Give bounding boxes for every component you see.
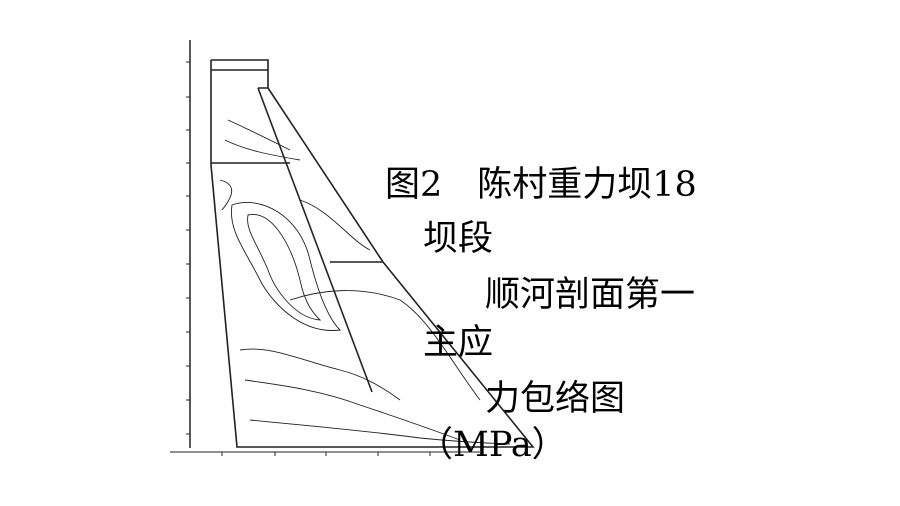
stress-contours <box>219 119 511 445</box>
caption-line-4: 主应 <box>423 323 494 363</box>
dam-outline <box>210 59 535 448</box>
caption-line-5: 力包络图 <box>485 379 626 419</box>
caption-line-1: 图2 陈村重力坝18 <box>385 165 697 205</box>
axes <box>170 40 480 456</box>
caption-line-3: 顺河剖面第一 <box>485 275 696 315</box>
caption-line-2: 坝段 <box>423 219 494 259</box>
caption-line-6: （MPa） <box>418 425 567 465</box>
